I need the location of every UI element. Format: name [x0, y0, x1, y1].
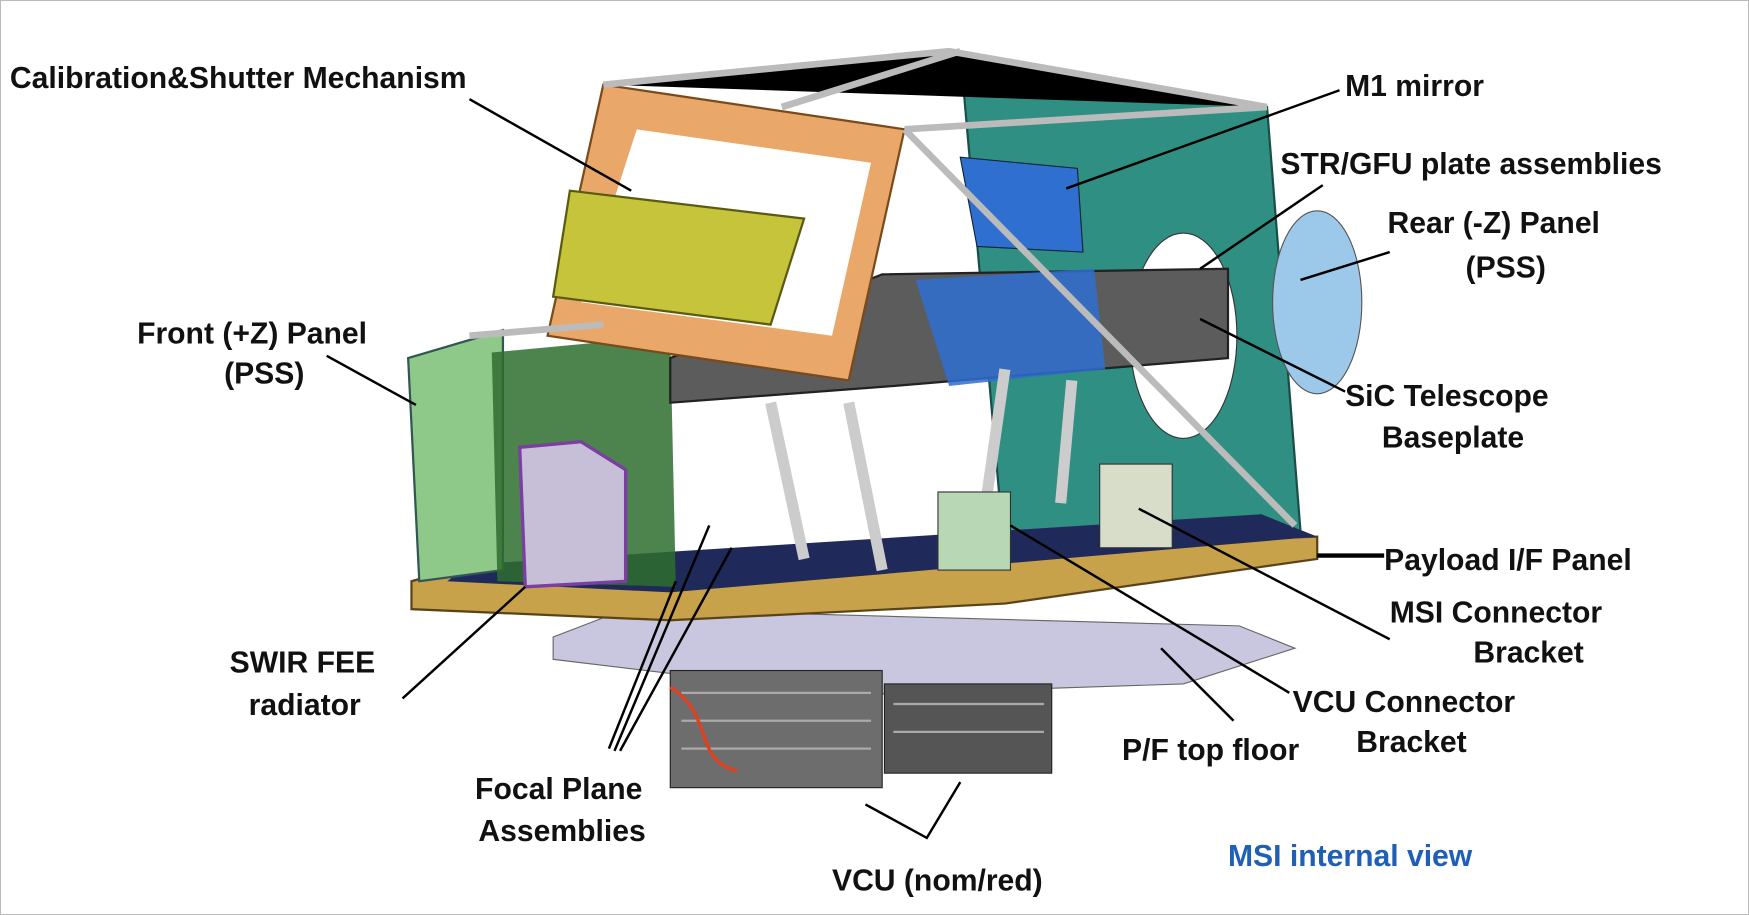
label-front-panel-pss: (PSS): [224, 358, 304, 391]
label-swir-fee: SWIR FEE: [230, 647, 376, 680]
label-focal-assemblies: Assemblies: [478, 815, 645, 848]
label-msi-connector: MSI Connector: [1390, 597, 1603, 630]
pf-top-floor: [552, 608, 1297, 696]
label-focal-plane: Focal Plane: [475, 773, 642, 806]
label-msi-connector-bracket: Bracket: [1473, 637, 1583, 670]
label-payload-if: Payload I/F Panel: [1384, 544, 1632, 577]
caption: MSI internal view: [1228, 840, 1473, 873]
msi-connector-bracket: [1099, 463, 1173, 549]
swir-fee-radiator: [517, 440, 628, 589]
label-pf-top-floor: P/F top floor: [1122, 734, 1300, 767]
label-vcu: VCU (nom/red): [832, 864, 1043, 897]
label-vcu-connector: VCU Connector: [1293, 686, 1516, 719]
calibration-shutter-plate: [551, 189, 806, 326]
label-sic-telescope: SiC Telescope: [1345, 380, 1549, 413]
vcu-box-nominal: [669, 669, 883, 789]
rear-pss-dome: [1272, 210, 1363, 395]
leader-lines: [326, 89, 1391, 840]
vcu-box-redundant: [883, 683, 1053, 774]
label-calibration: Calibration&Shutter Mechanism: [10, 62, 467, 95]
label-m1-mirror: M1 mirror: [1345, 70, 1484, 103]
label-swir-radiator: radiator: [249, 689, 361, 722]
label-front-panel: Front (+Z) Panel: [137, 318, 367, 351]
label-str-gfu: STR/GFU plate assemblies: [1280, 148, 1661, 181]
instrument-illustration: [406, 47, 1363, 789]
vcu-connector-bracket: [937, 491, 1012, 571]
labels: Calibration&Shutter Mechanism M1 mirror …: [10, 62, 1662, 897]
label-rear-panel: Rear (-Z) Panel: [1387, 207, 1599, 240]
label-sic-baseplate: Baseplate: [1382, 421, 1524, 454]
label-vcu-connector-bracket: Bracket: [1356, 726, 1466, 759]
label-rear-panel-pss: (PSS): [1466, 252, 1546, 285]
m1-mirror: [959, 156, 1084, 253]
front-panel: [406, 328, 505, 583]
